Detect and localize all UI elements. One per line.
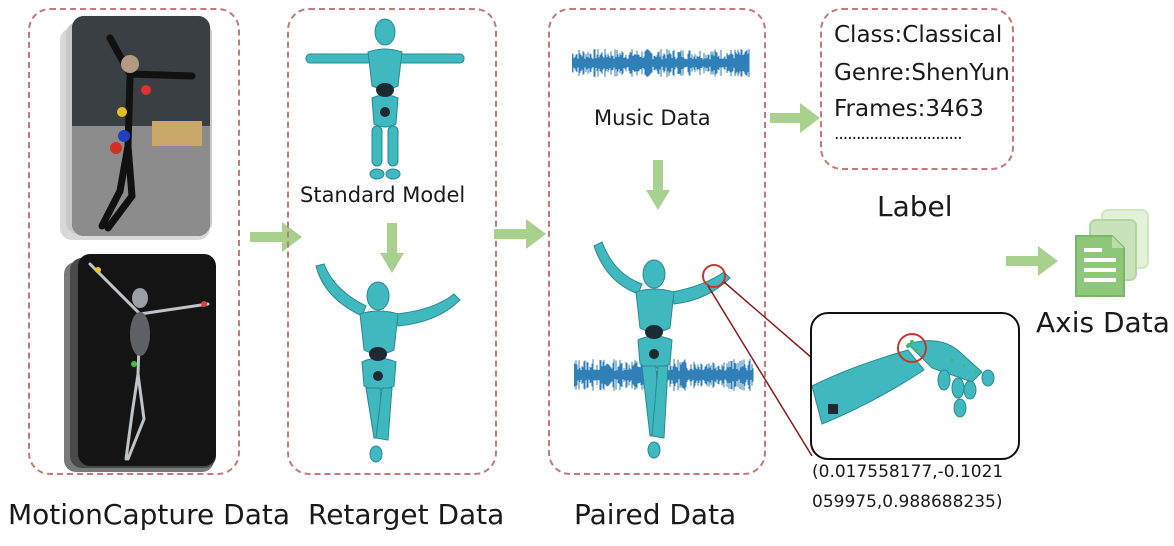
music-data-label: Music Data [594, 106, 711, 130]
mocap-photo [72, 16, 210, 236]
detail-callout-lines [700, 262, 820, 462]
arrow-right-icon [1006, 246, 1058, 276]
retarget-model-figure [304, 258, 474, 468]
label-line-frames: Frames:3463 [834, 96, 984, 122]
label-line-ellipsis: ............................. [834, 124, 963, 144]
retarget-caption: Retarget Data [308, 498, 505, 531]
label-caption: Label [877, 190, 953, 223]
document-stack-icon [1068, 206, 1158, 302]
standard-model-figure [300, 14, 470, 184]
label-line-genre: Genre:ShenYun [834, 60, 1010, 86]
hand-detail-box [810, 312, 1020, 460]
music-waveform-top [572, 48, 750, 78]
arrow-right-icon [770, 103, 820, 133]
label-line-class: Class:Classical [834, 22, 1003, 48]
coordinate-line-1: (0.017558177,-0.1021 [812, 462, 1004, 482]
standard-model-label: Standard Model [300, 183, 466, 207]
motion-capture-caption: MotionCapture Data [8, 498, 291, 531]
paired-model-figure [584, 236, 744, 468]
label-panel [820, 8, 1014, 170]
paired-caption: Paired Data [574, 498, 737, 531]
skeleton-frame [78, 254, 216, 466]
retarget-panel [287, 8, 497, 475]
paired-panel [548, 8, 766, 475]
arrow-right-icon [494, 219, 546, 249]
coordinate-line-2: 059975,0.988688235) [812, 492, 1003, 512]
arrow-down-icon [380, 223, 404, 273]
arrow-down-icon [646, 160, 670, 210]
axis-caption: Axis Data [1036, 306, 1170, 339]
motion-capture-panel [28, 8, 240, 475]
